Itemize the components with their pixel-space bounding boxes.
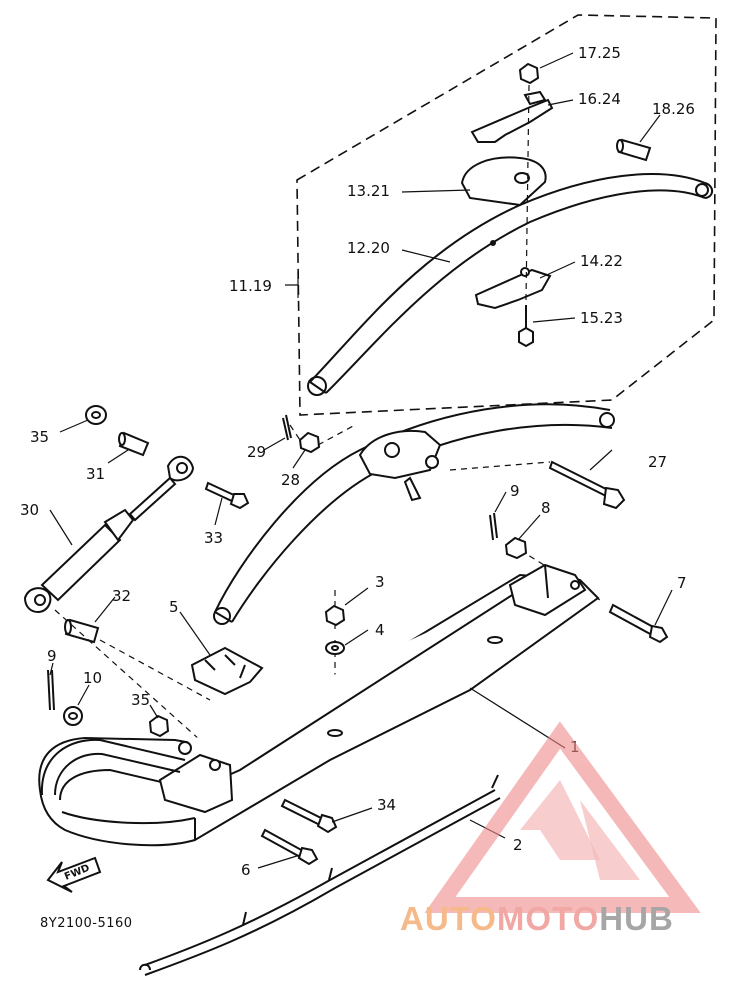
callout-14-22: 14.22 — [580, 252, 623, 270]
callout-31: 31 — [86, 465, 105, 483]
bolt-33 — [204, 481, 250, 510]
watermark-auto: AUTO — [400, 900, 497, 937]
watermark-moto: MOTO — [497, 900, 599, 937]
callout-6: 6 — [241, 861, 251, 879]
bolt-lower — [518, 305, 534, 348]
callout-27: 27 — [648, 453, 667, 471]
spring-bracket-main — [358, 429, 442, 502]
assembly-axis — [525, 84, 530, 301]
nut-8 — [504, 536, 528, 560]
spring-clamp-lower — [474, 267, 552, 310]
callout-28: 28 — [281, 471, 300, 489]
callout-29: 29 — [247, 443, 266, 461]
callout-30: 30 — [20, 501, 39, 519]
collar-upper — [616, 138, 652, 162]
collar-32 — [64, 618, 100, 644]
callout-15-23: 15.23 — [580, 309, 623, 327]
cotter-pin-right — [489, 512, 498, 541]
bushing-35-upper — [85, 405, 107, 425]
callout-10: 10 — [83, 669, 102, 687]
spring-seat-plate — [190, 646, 264, 696]
washer-4 — [325, 641, 345, 655]
bolt-34 — [280, 798, 338, 834]
bolt-6 — [260, 828, 319, 866]
bolt-27 — [548, 460, 626, 510]
nut-10 — [63, 706, 83, 726]
nut-3 — [324, 604, 346, 627]
ski-bracket — [508, 563, 587, 617]
drawing-code: 8Y2100-5160 — [40, 916, 133, 931]
callout-17-25: 17.25 — [578, 44, 621, 62]
leaf-spring-upper — [307, 173, 714, 396]
nut-upper — [518, 62, 540, 85]
callout-35-upper: 35 — [30, 428, 49, 446]
callout-7: 7 — [677, 574, 687, 592]
callout-9-left: 9 — [47, 647, 57, 665]
spring-subassembly-dashed-box — [296, 14, 717, 416]
cotter-pin-left — [47, 669, 55, 711]
callout-5: 5 — [169, 598, 179, 616]
callout-33: 33 — [204, 529, 223, 547]
callout-18-26: 18.26 — [652, 100, 695, 118]
callout-4: 4 — [375, 621, 385, 639]
watermark-hub: HUB — [599, 900, 674, 937]
cotter-pin — [282, 414, 292, 441]
callout-11-19: 11.19 — [229, 277, 272, 295]
wear-bar — [139, 774, 501, 976]
callout-34: 34 — [377, 796, 396, 814]
collar-31 — [118, 431, 150, 457]
castle-nut — [298, 431, 321, 454]
shock-absorber — [23, 455, 195, 614]
watermark-logo — [424, 721, 701, 913]
spindle-bracket — [158, 741, 234, 814]
ski-handle-loop — [40, 738, 186, 796]
callout-9-right: 9 — [510, 482, 520, 500]
callout-8: 8 — [541, 499, 551, 517]
callout-3: 3 — [375, 573, 385, 591]
forward-arrow: FWD — [46, 856, 102, 893]
spring-plate — [470, 90, 554, 143]
callout-32: 32 — [112, 587, 131, 605]
callout-12-20: 12.20 — [347, 239, 390, 257]
callout-2: 2 — [513, 836, 523, 854]
watermark-text: AUTOMOTOHUB — [400, 900, 674, 937]
callout-16-24: 16.24 — [578, 90, 621, 108]
callout-35-lower: 35 — [131, 691, 150, 709]
bushing-35-lower — [148, 714, 170, 738]
bolt-7 — [608, 603, 669, 644]
spring-clamp-upper — [460, 156, 547, 207]
callout-13-21: 13.21 — [347, 182, 390, 200]
